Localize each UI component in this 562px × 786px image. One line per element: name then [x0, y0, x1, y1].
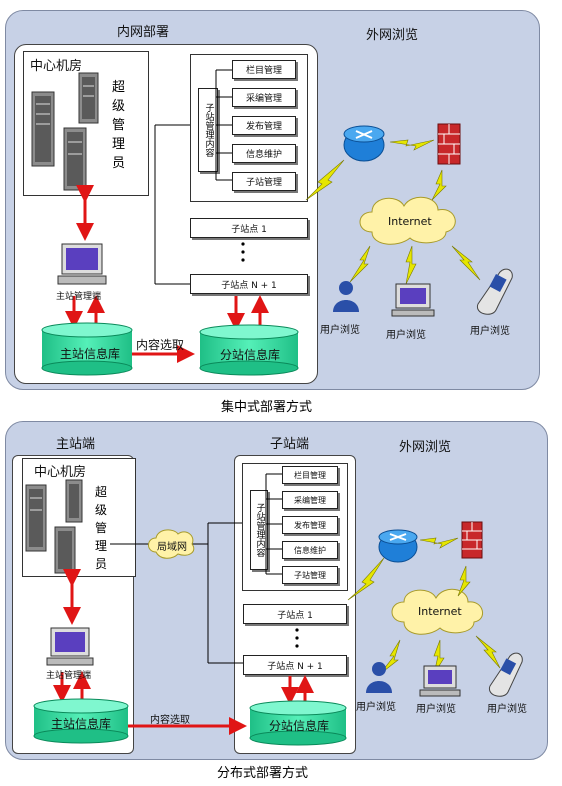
sub-mgmt-box: 子站管理内容	[198, 88, 218, 172]
lightning-icon	[347, 537, 501, 675]
sub-mgmt-box-2: 子站管理内容	[250, 490, 268, 570]
bottom-caption: 分布式部署方式	[217, 766, 309, 781]
mobile-phone-icon	[488, 652, 523, 697]
content-select-label: 内容选取	[136, 338, 185, 352]
database-icon	[33, 698, 129, 744]
lan-cloud-icon	[148, 529, 195, 559]
sub-db-label-2: 分站信息库	[269, 719, 330, 733]
menu-item-substation: 子站管理	[232, 172, 296, 191]
server-icon	[65, 479, 83, 523]
menu-item-maintain: 信息维护	[232, 144, 296, 163]
lan-label: 局域网	[157, 542, 187, 553]
user-icon	[366, 662, 392, 693]
user-label-4: 用户浏览	[356, 702, 396, 713]
database-icon	[41, 322, 133, 376]
super-admin-label-2: 超级管理员	[95, 485, 108, 571]
menu-item-editing-2: 采编管理	[282, 491, 338, 509]
internet-cloud-icon	[359, 196, 456, 245]
firewall-icon	[437, 123, 461, 165]
node-n-b: 子站点 N + 1	[243, 655, 347, 675]
computer-icon	[57, 243, 107, 285]
user-label-3: 用户浏览	[470, 326, 510, 337]
main-db-label-2: 主站信息库	[51, 717, 112, 731]
extranet-title: 外网浏览	[366, 28, 419, 43]
user-icon	[333, 281, 359, 312]
top-caption: 集中式部署方式	[221, 400, 313, 415]
computer-icon	[46, 627, 94, 666]
menu-item-column: 栏目管理	[232, 60, 296, 79]
server-icon	[63, 127, 87, 191]
sub-db-label: 分站信息库	[220, 348, 281, 362]
database-icon	[199, 324, 299, 376]
main-terminal-label-2: 主站管理端	[46, 671, 92, 681]
menu-item-publish: 发布管理	[232, 116, 296, 135]
database-icon	[249, 700, 347, 746]
router-icon	[378, 529, 418, 563]
server-icon	[25, 484, 47, 552]
menu-item-editing: 采编管理	[232, 88, 296, 107]
internet-label-2: Internet	[418, 605, 462, 618]
server-icon	[54, 526, 76, 574]
super-admin-label: 超级管理员	[112, 80, 126, 171]
lightning-icon	[305, 139, 481, 285]
node-1: 子站点 1	[190, 218, 308, 238]
center-room-label: 中心机房	[30, 59, 83, 74]
user-label-1: 用户浏览	[320, 325, 360, 336]
intranet-title: 内网部署	[117, 25, 170, 40]
node-n: 子站点 N + 1	[190, 274, 308, 294]
internet-cloud-icon	[391, 588, 483, 635]
content-select-label-2: 内容选取	[150, 715, 190, 726]
menu-item-substation-2: 子站管理	[282, 566, 338, 584]
server-icon	[78, 72, 99, 124]
main-db-label: 主站信息库	[60, 347, 121, 361]
menu-item-column-2: 栏目管理	[282, 466, 338, 484]
computer-icon	[391, 283, 435, 317]
router-icon	[343, 125, 385, 162]
internet-label: Internet	[388, 215, 432, 228]
server-icon	[31, 91, 55, 167]
user-label-5: 用户浏览	[416, 704, 456, 715]
main-terminal-label: 主站管理端	[56, 292, 102, 302]
user-label-2: 用户浏览	[386, 330, 426, 341]
mobile-phone-icon	[476, 268, 513, 315]
menu-item-maintain-2: 信息维护	[282, 541, 338, 559]
computer-icon	[419, 665, 461, 697]
main-station-title: 主站端	[56, 437, 96, 452]
node-1-b: 子站点 1	[243, 604, 347, 624]
sub-station-title: 子站端	[270, 437, 310, 452]
user-label-6: 用户浏览	[487, 704, 527, 715]
extranet-title-2: 外网浏览	[399, 440, 452, 455]
center-room-label-2: 中心机房	[34, 465, 87, 480]
firewall-icon	[461, 521, 483, 559]
menu-item-publish-2: 发布管理	[282, 516, 338, 534]
